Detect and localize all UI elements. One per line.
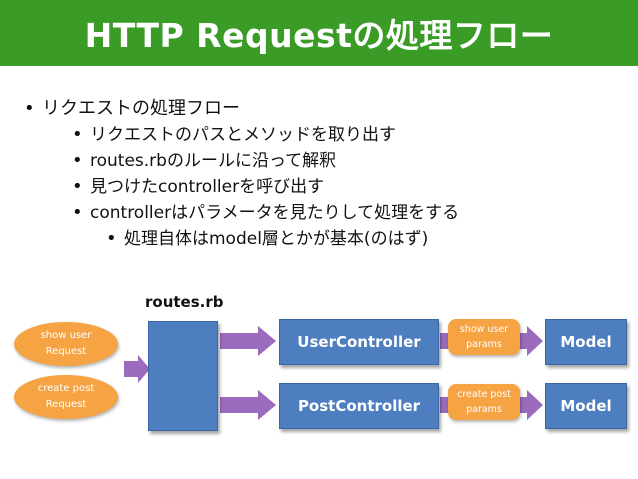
routes-label: routes.rb — [145, 293, 224, 311]
arrow-routes-to-post-controller — [220, 390, 276, 420]
bullet-item: リクエストのパスとメソッドを取り出す — [72, 122, 624, 148]
request-label: show user — [40, 330, 92, 341]
bullet-item: 処理自体はmodel層とかが基本(のはず) — [106, 226, 624, 252]
params-label: create post — [457, 389, 511, 400]
title-bar: HTTP Requestの処理フロー — [0, 0, 638, 66]
bullet-list: リクエストの処理フロー リクエストのパスとメソッドを取り出す routes.rb… — [24, 96, 624, 252]
request-label: create post — [37, 383, 95, 394]
flow-diagram: routes.rb show user Request create post … — [0, 285, 638, 479]
post-controller-box: PostController — [279, 383, 439, 429]
bullet-item: controllerはパラメータを見たりして処理をする — [72, 200, 624, 226]
request-label: Request — [45, 346, 87, 357]
request-show-user: show user Request — [14, 322, 118, 366]
bullet-item: 見つけたcontrollerを呼び出す — [72, 174, 624, 200]
arrow-request-to-routes — [124, 355, 150, 383]
model-box-user: Model — [545, 319, 627, 365]
params-create-post: create post params — [448, 384, 520, 420]
request-label: Request — [45, 399, 87, 410]
params-label: params — [466, 404, 502, 415]
routes-box — [148, 321, 218, 431]
params-label: params — [466, 339, 502, 350]
params-show-user: show user params — [448, 319, 520, 355]
page-title: HTTP Requestの処理フロー — [84, 16, 554, 55]
arrow-routes-to-user-controller — [220, 326, 276, 356]
user-controller-box: UserController — [279, 319, 439, 365]
model-box-post: Model — [545, 383, 627, 429]
bullet-item: リクエストの処理フロー — [24, 96, 624, 122]
bullet-item: routes.rbのルールに沿って解釈 — [72, 148, 624, 174]
params-label: show user — [459, 324, 509, 335]
request-create-post: create post Request — [14, 375, 118, 419]
